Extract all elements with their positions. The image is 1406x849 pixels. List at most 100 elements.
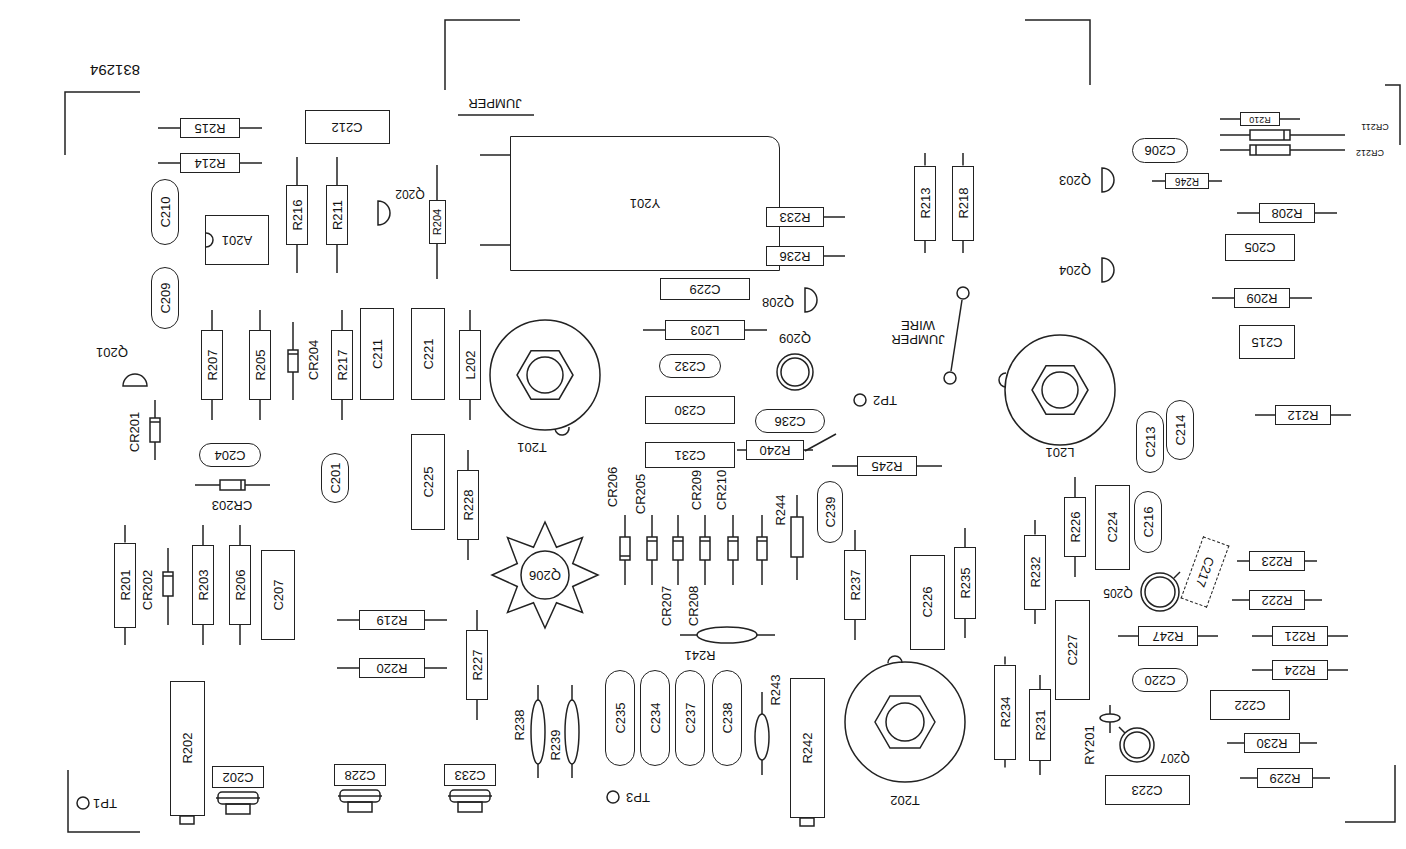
component-body: R213 <box>914 166 936 241</box>
component-body: R211 <box>326 185 348 245</box>
component-lead <box>1255 414 1275 416</box>
ic-package: A201 <box>205 215 269 265</box>
part-label: R244 <box>774 494 788 525</box>
component-lead <box>239 525 241 545</box>
part-label: R230 <box>1256 737 1287 750</box>
diode-symbol <box>220 480 245 490</box>
part-label: C202 <box>222 771 253 784</box>
board-corner <box>1345 765 1395 822</box>
resistor-symbol <box>565 700 579 764</box>
diode-symbol <box>620 537 630 560</box>
part-label: R228 <box>462 489 475 520</box>
component-lead <box>917 465 942 467</box>
part-label: R210 <box>1249 115 1271 124</box>
underline <box>458 114 534 116</box>
component-lead <box>296 245 298 273</box>
component-lead <box>1004 760 1006 768</box>
potentiometer-screw <box>180 816 194 824</box>
part-label: CR208 <box>687 586 701 626</box>
component-body: C221 <box>411 308 445 400</box>
part-label: R233 <box>779 210 810 223</box>
part-label: CR203 <box>212 498 252 512</box>
part-label: C230 <box>674 404 705 417</box>
component-body: R242 <box>790 678 825 818</box>
component-body: R230 <box>1244 733 1300 753</box>
part-label: R201 <box>119 569 132 600</box>
part-label: R247 <box>1152 630 1183 643</box>
transistor-can <box>1120 728 1154 762</box>
component-lead <box>924 153 926 166</box>
component-body: C205 <box>1225 234 1295 261</box>
component-lead <box>467 450 469 470</box>
resistor-symbol <box>531 700 545 764</box>
part-label: RY201 <box>1083 725 1097 765</box>
transistor-symbol <box>1102 168 1114 192</box>
component-lead <box>337 667 359 669</box>
transistor-can <box>1124 732 1150 758</box>
resistor-symbol <box>791 517 803 557</box>
part-label: C236 <box>774 415 805 428</box>
diode-symbol <box>1250 145 1290 155</box>
tuning-slug <box>886 703 924 741</box>
component-lead <box>1034 610 1036 625</box>
transistor-can <box>521 551 569 599</box>
part-label: C224 <box>1106 511 1119 542</box>
transistor-can <box>777 354 813 390</box>
part-label: R224 <box>1284 664 1315 677</box>
component-body: R209 <box>1234 288 1290 308</box>
component-lead <box>337 619 359 621</box>
component-lead <box>124 628 126 646</box>
component-body: R204 <box>429 200 446 244</box>
tuning-slug <box>1042 372 1078 408</box>
part-label: R234 <box>999 696 1012 727</box>
component-body: R207 <box>201 330 223 400</box>
component-lead <box>436 165 438 200</box>
part-label: R207 <box>206 349 219 380</box>
capacitor-oval: C210 <box>151 179 179 245</box>
part-label: R204 <box>432 209 443 235</box>
trimmer-capacitor <box>216 797 260 799</box>
component-body: R246 <box>1165 173 1209 189</box>
part-label: C235 <box>614 702 627 733</box>
component-lead <box>1315 212 1337 214</box>
part-label: L202 <box>464 351 477 380</box>
part-label: R246 <box>1175 176 1199 186</box>
jumper-pad <box>944 372 956 384</box>
component-body: C227 <box>1055 600 1090 700</box>
transistor-symbol <box>1102 258 1114 282</box>
component-lead <box>1232 599 1249 601</box>
capacitor-oval: C201 <box>321 453 349 503</box>
part-label: R223 <box>1261 555 1292 568</box>
part-label: TP1 <box>93 796 117 810</box>
part-label: R214 <box>194 157 225 170</box>
component-lead <box>425 667 447 669</box>
part-label: Q209 <box>779 331 811 345</box>
part-label: R219 <box>376 614 407 627</box>
part-label: JUMPER <box>468 96 521 110</box>
part-label: R243 <box>769 674 783 705</box>
part-label: C212 <box>331 121 362 134</box>
component-body: C222 <box>1210 690 1290 720</box>
board-corner <box>1385 85 1400 145</box>
component-lead <box>1004 657 1006 665</box>
crystal-can: Y201R233R236 <box>510 136 780 271</box>
capacitor-oval: C213 <box>1136 411 1164 473</box>
bent-lead <box>805 434 836 451</box>
capacitor-oval: C216 <box>1134 491 1162 553</box>
board-corner <box>65 92 140 155</box>
diode-symbol <box>163 572 173 596</box>
component-lead <box>1290 297 1312 299</box>
resistor-symbol <box>697 627 757 643</box>
part-label: CR207 <box>660 586 674 626</box>
part-label: R222 <box>1261 594 1292 607</box>
test-point <box>607 791 619 803</box>
component-lead <box>1305 560 1317 562</box>
component-body: R217 <box>331 330 353 400</box>
part-label: CR201 <box>128 412 142 452</box>
diode-band <box>728 540 738 542</box>
part-label: C210 <box>159 196 172 227</box>
component-lead <box>1198 635 1218 637</box>
component-lead <box>1328 669 1348 671</box>
part-label: R231 <box>1034 709 1047 740</box>
